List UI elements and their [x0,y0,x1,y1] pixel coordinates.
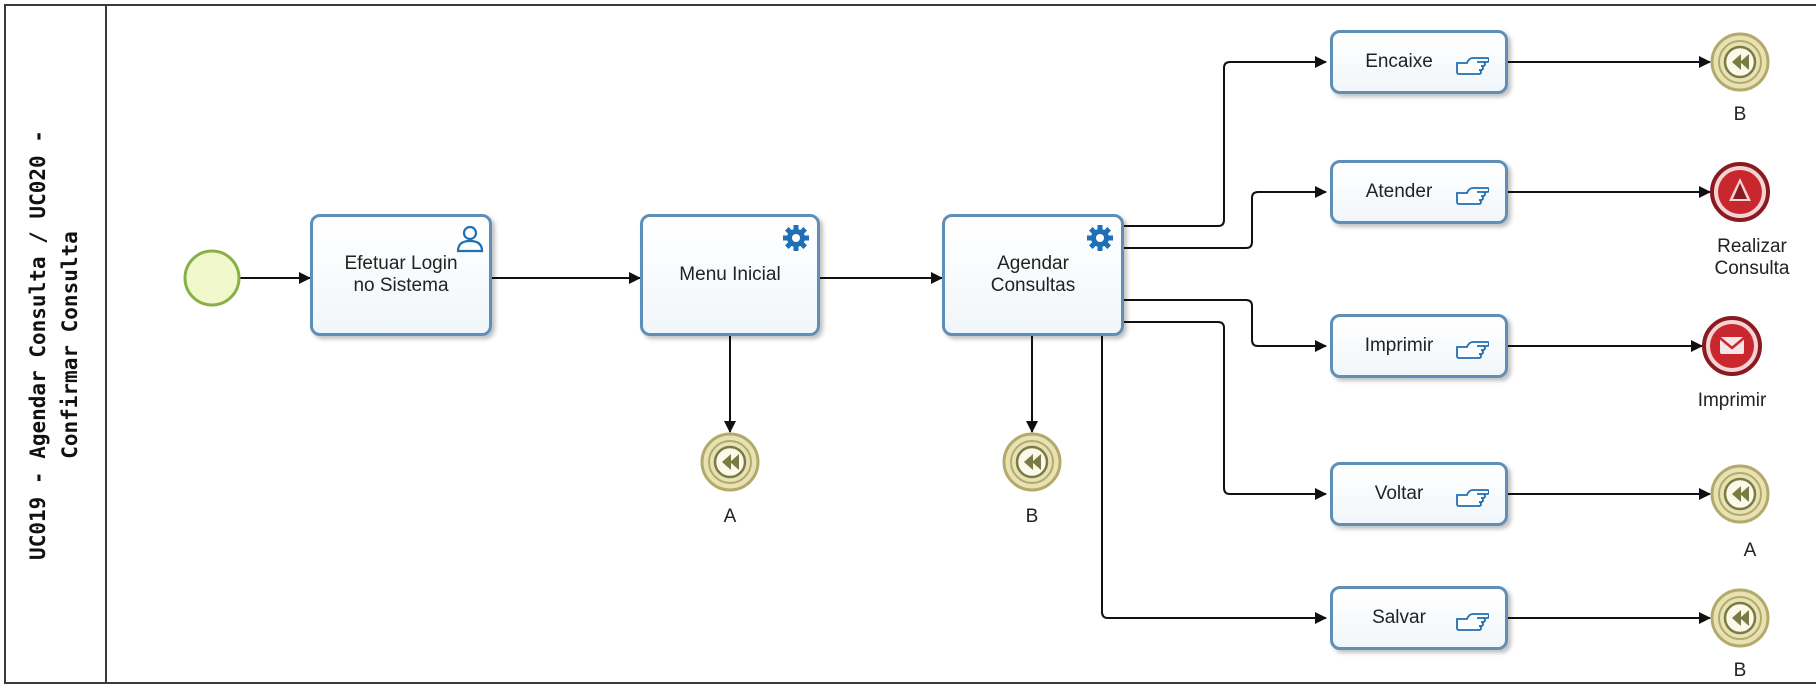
service-task-icon [783,225,809,251]
link-event-a-menu[interactable] [700,432,760,492]
manual-task-icon [1456,613,1489,631]
flow-agendar-to-encaixe [1124,56,1327,227]
task-label: Atender [1365,181,1433,202]
task-voltar[interactable]: Voltar [1330,462,1508,526]
link-event-b-salvar[interactable] [1710,588,1770,648]
message-end-event[interactable] [1702,316,1762,376]
start-event[interactable] [183,249,241,307]
task-efetuar-login[interactable]: Efetuar Login no Sistema [310,214,492,336]
link-event-a-voltar[interactable] [1710,464,1770,524]
link-event-label: A [1743,540,1757,561]
task-label: Agendar Consultas [990,253,1076,296]
task-menu-inicial[interactable]: Menu Inicial [640,214,820,336]
manual-task-icon [1456,187,1489,205]
flow-agendar-to-imprimir [1124,299,1327,352]
task-agendar-consultas[interactable]: Agendar Consultas [942,214,1124,336]
task-encaixe[interactable]: Encaixe [1330,30,1508,94]
task-atender[interactable]: Atender [1330,160,1508,224]
task-label: Encaixe [1365,51,1433,72]
link-event-label: A [723,506,737,527]
task-label: Imprimir [1364,335,1434,356]
task-label: Salvar [1372,607,1426,628]
link-event-label: B [1733,104,1747,125]
escalation-end-event[interactable] [1710,162,1770,222]
link-event-b-agendar[interactable] [1002,432,1062,492]
service-task-icon [1087,225,1113,251]
task-imprimir[interactable]: Imprimir [1330,314,1508,378]
link-event-label: B [1733,660,1747,681]
flow-agendar-to-voltar [1124,321,1327,500]
pool-border [4,4,1816,684]
user-task-icon [456,225,484,253]
manual-task-icon [1456,489,1489,507]
flow-agendar-to-atender [1124,186,1327,249]
link-event-b-encaixe[interactable] [1710,32,1770,92]
task-label: Efetuar Login no Sistema [344,253,458,296]
task-salvar[interactable]: Salvar [1330,586,1508,650]
manual-task-icon [1456,57,1489,75]
link-event-label: B [1025,506,1039,527]
pool-header-divider [105,4,107,684]
end-event-label: Realizar Consulta [1714,236,1790,279]
manual-task-icon [1456,341,1489,359]
end-event-label: Imprimir [1697,390,1767,411]
task-label: Voltar [1374,483,1424,504]
task-label: Menu Inicial [679,264,781,285]
flow-agendar-to-salvar [1101,336,1327,624]
